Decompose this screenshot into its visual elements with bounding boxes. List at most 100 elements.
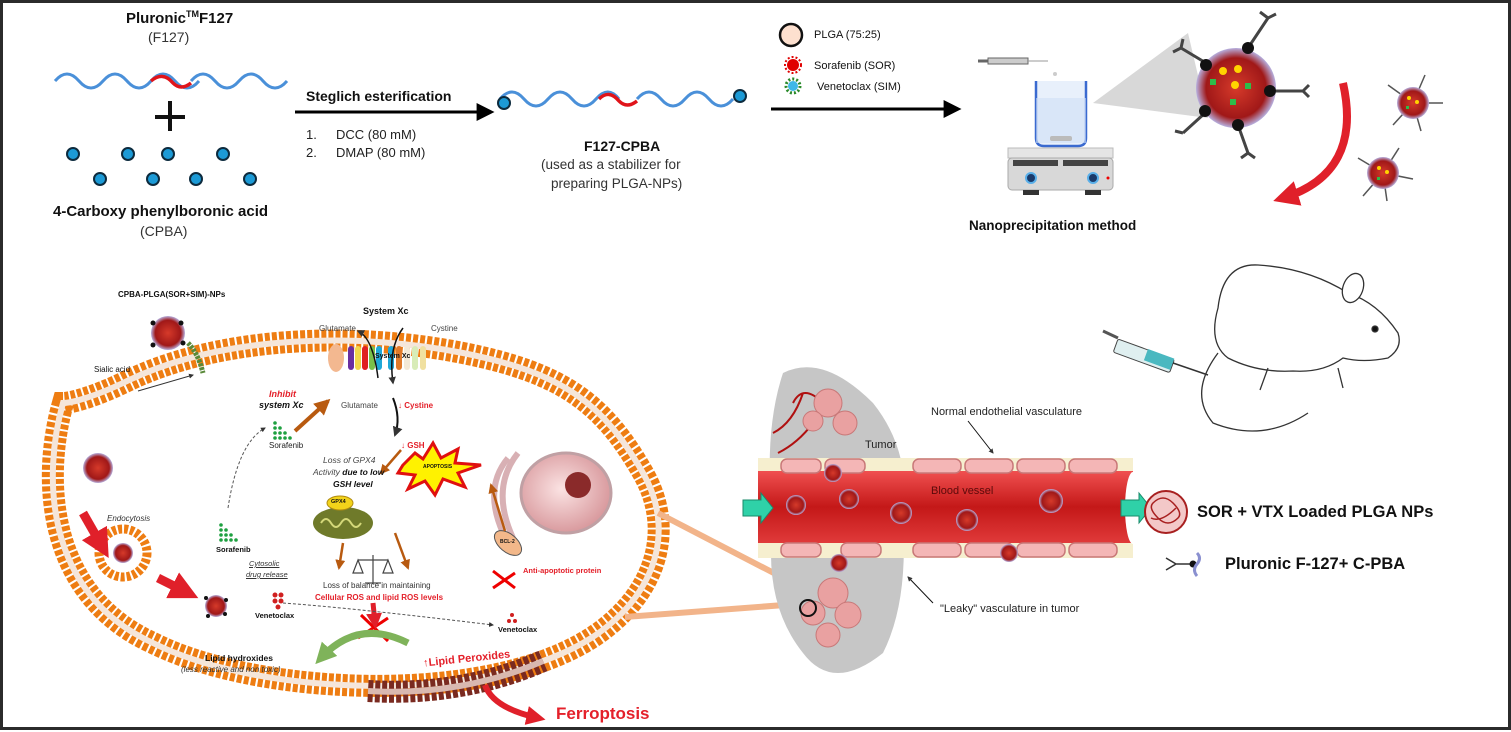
cystine-out-label: Cystine — [431, 324, 458, 333]
tumor-label: Tumor — [865, 439, 897, 451]
balance-label-2: Cellular ROS and lipid ROS levels — [315, 593, 444, 602]
bcl2-protein — [493, 530, 523, 556]
released-nanoparticle — [204, 595, 228, 618]
np-legend-label: SOR + VTX Loaded PLGA NPs — [1197, 503, 1434, 521]
curved-red-arrow — [1273, 82, 1351, 206]
venetoclax-label-2: Venetoclax — [498, 625, 538, 634]
large-nanoparticle — [1172, 10, 1311, 160]
highlight-circle — [799, 599, 817, 617]
reagent-2-number: 2. — [306, 145, 317, 160]
system-xc-transporter — [328, 327, 426, 385]
glutamate-in-label: Glutamate — [341, 401, 378, 410]
cytosolic-label-1: Cytosolic — [249, 559, 280, 568]
venetoclax-dots — [507, 613, 517, 623]
product-note-2: preparing PLGA-NPs) — [551, 176, 683, 191]
magnify-cone — [1093, 33, 1208, 118]
pluronic-legend-icon — [1165, 551, 1201, 577]
release-arrow — [155, 572, 199, 599]
np-label: CPBA-PLGA(SOR+SIM)-NPs — [118, 290, 226, 299]
vessel-nanoparticles — [786, 464, 1063, 572]
bcl2-label: BCL-2 — [500, 539, 515, 545]
endocytosis-arrow — [79, 510, 109, 559]
gpx4-loss-line-1: Loss of GPX4 — [323, 455, 376, 465]
venetoclax-label-1: Venetoclax — [255, 611, 295, 620]
sorafenib-star-icon — [784, 56, 802, 74]
venetoclax-star-icon — [784, 77, 802, 95]
red-x-icon — [492, 569, 516, 590]
ferroptosis-label: Ferroptosis — [556, 704, 650, 723]
leaky-vasculature-pointer — [907, 576, 934, 604]
sorafenib-dots — [219, 523, 238, 542]
plus-sign — [155, 101, 185, 131]
venetoclax-dots — [272, 592, 284, 610]
f127-polymer-chain — [53, 72, 289, 90]
plga-circle-icon — [778, 22, 804, 48]
system-xc-inner-label: System Xc — [375, 353, 411, 360]
system-xc-title: System Xc — [363, 306, 409, 316]
cpba-molecules — [66, 147, 257, 186]
green-curved-arrow — [315, 629, 410, 665]
balance-scale-icon — [352, 555, 394, 584]
balance-label-1: Loss of balance in maintaining — [323, 581, 431, 590]
cell-membrane — [41, 329, 670, 703]
reagent-1: DCC (80 mM) — [336, 127, 417, 142]
zoom-connector — [656, 510, 795, 586]
gpx4-label: GPX4 — [331, 499, 346, 505]
nucleus — [491, 451, 613, 540]
orange-arrow — [379, 449, 402, 475]
sialic-acid-pointer — [137, 373, 194, 392]
sialic-acid-label: Sialic acid — [94, 365, 131, 374]
cystine-gsh-arrow — [392, 397, 403, 437]
dashed-arrow — [282, 602, 494, 627]
apoptosis-burst — [395, 440, 482, 498]
reagent-1-number: 1. — [306, 127, 317, 142]
inhibit-label: Inhibit — [269, 389, 296, 399]
orange-arrow — [488, 483, 507, 532]
gpx4-loss-line-2: Activity due to low — [313, 467, 385, 477]
sorafenib-label-1: Sorafenib — [269, 441, 304, 450]
product-note-1: (used as a stabilizer for — [541, 157, 681, 172]
flow-in-arrow — [742, 491, 774, 525]
gsh-label: ↓ GSH — [401, 441, 425, 450]
venetoclax-legend-label: Venetoclax (SIM) — [817, 81, 901, 93]
beaker-stirrer-icon — [1007, 81, 1114, 195]
reaction-title: Steglich esterification — [306, 88, 452, 104]
orange-arrow — [393, 532, 410, 570]
inhibit-target-label: system Xc — [259, 400, 304, 410]
mouse-illustration — [1201, 264, 1400, 432]
orange-arrow — [335, 542, 346, 570]
figure-canvas — [41, 10, 1443, 725]
gpx4-loss-line-3: GSH level — [333, 479, 373, 489]
leaky-vasculature-label: "Leaky" vasculature in tumor — [940, 603, 1080, 615]
sorafenib-label-2: Sorafenib — [216, 545, 251, 554]
lipid-hydroxides-label: Lipid hydroxides — [205, 653, 274, 663]
np-legend-icon — [1144, 490, 1188, 534]
cpba-title: 4-Carboxy phenylboronic acid — [53, 203, 269, 220]
f127-title: PluronicTMF127 — [126, 9, 234, 27]
lipid-hydroxides-note: (less reactive and non toxic) — [181, 665, 281, 674]
gpx4-mitochondrion — [313, 495, 373, 539]
normal-vasculature-label: Normal endothelial vasculature — [931, 406, 1083, 418]
small-nanoparticle — [1387, 74, 1443, 132]
apoptosis-label: APOPTOSIS — [423, 464, 453, 470]
dashed-arrow — [227, 427, 266, 509]
plga-legend-label: PLGA (75:25) — [814, 29, 881, 41]
product-title: F127-CPBA — [584, 138, 661, 154]
cytosolic-label-2: drug release — [246, 570, 288, 579]
blood-vessel — [758, 458, 1141, 558]
sorafenib-legend-label: Sorafenib (SOR) — [814, 60, 896, 72]
f127-abbr: (F127) — [148, 29, 190, 45]
endocytosis-label: Endocytosis — [107, 514, 151, 523]
cystine-in-label: ↓ Cystine — [398, 401, 434, 410]
inhibit-arrow — [293, 398, 331, 433]
reagent-2: DMAP (80 mM) — [336, 145, 426, 160]
small-nanoparticle — [1357, 147, 1414, 202]
blood-vessel-label: Blood vessel — [931, 485, 994, 497]
ferroptosis-arrow — [482, 683, 546, 725]
pluronic-legend-label: Pluronic F-127+ C-PBA — [1225, 555, 1406, 573]
membrane-bound-nanoparticle — [150, 316, 206, 374]
glutamate-out-label: Glutamate — [319, 324, 356, 333]
method-label: Nanoprecipitation method — [969, 218, 1137, 233]
red-down-arrow — [366, 602, 383, 630]
